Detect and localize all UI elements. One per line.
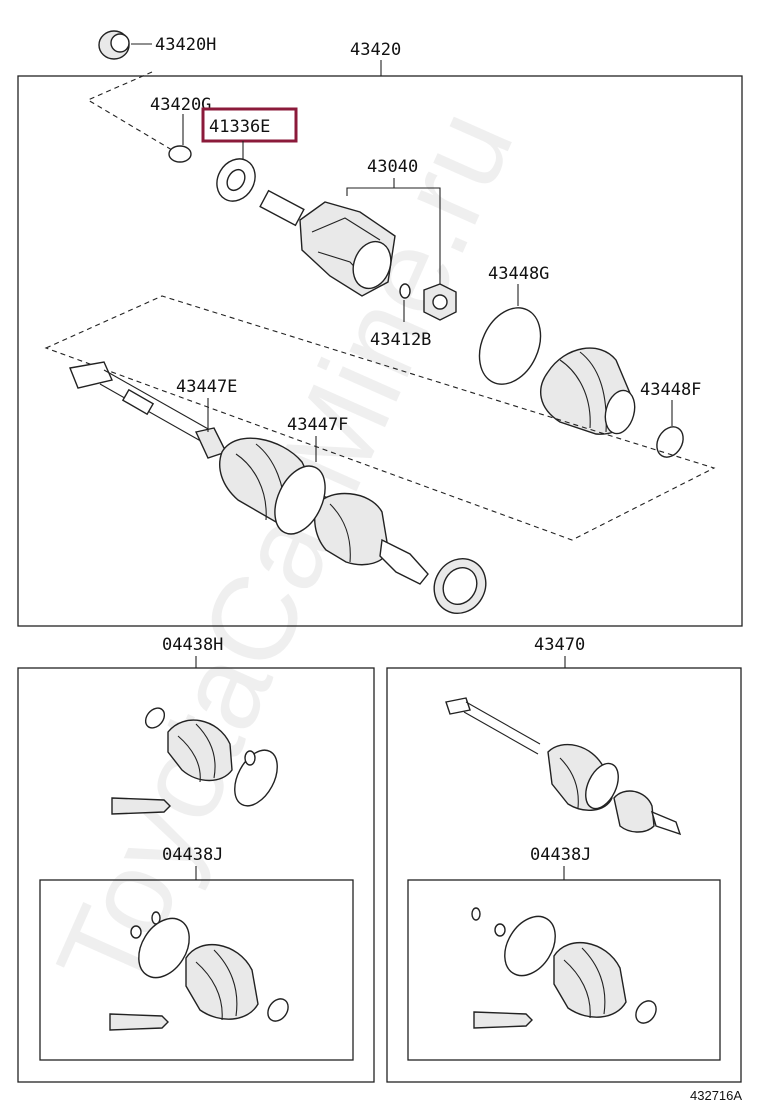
label-43448F[interactable]: 43448F xyxy=(640,380,701,400)
subassembly-outline xyxy=(44,295,716,541)
part-boot-kit-inner-right[interactable] xyxy=(471,907,660,1029)
highlight-box-41336E xyxy=(201,107,298,143)
assembly-box-43420 xyxy=(17,75,743,627)
part-43447F-clamp[interactable] xyxy=(265,458,335,542)
label-43448G[interactable]: 43448G xyxy=(488,264,549,284)
figure-reference: 432716A xyxy=(690,1088,742,1103)
part-43040-inboard-joint[interactable] xyxy=(259,189,397,297)
watermark: ToyotaCarMine.ru xyxy=(31,91,539,1011)
part-41336E-washer[interactable] xyxy=(209,152,262,208)
label-43040[interactable]: 43040 xyxy=(367,157,418,177)
part-43448G-clamp[interactable] xyxy=(468,298,553,394)
label-04438H[interactable]: 04438H xyxy=(162,635,223,655)
label-43420[interactable]: 43420 xyxy=(350,40,401,60)
kit-box-43470 xyxy=(386,667,742,1083)
part-tripod-spider[interactable] xyxy=(423,283,457,321)
label-43447E[interactable]: 43447E xyxy=(176,377,237,397)
label-04438J-right[interactable]: 04438J xyxy=(530,845,591,865)
label-43470[interactable]: 43470 xyxy=(534,635,585,655)
kit-box-04438J-left xyxy=(39,879,354,1061)
label-43420G[interactable]: 43420G xyxy=(150,95,211,115)
part-shaft-assembly-43470[interactable] xyxy=(445,697,682,836)
part-43420G-plug[interactable] xyxy=(168,145,192,163)
part-boot-kit-inner-left[interactable] xyxy=(109,909,292,1031)
part-43448F-clamp[interactable] xyxy=(652,422,689,462)
label-04438J-left[interactable]: 04438J xyxy=(162,845,223,865)
part-oil-seal[interactable] xyxy=(424,549,495,622)
part-inboard-boot[interactable] xyxy=(540,347,640,437)
part-snap-ring[interactable] xyxy=(399,283,411,299)
label-41336E[interactable]: 41336E xyxy=(209,117,270,137)
part-boot-kit-outboard[interactable] xyxy=(111,704,286,815)
part-43420H-cap[interactable] xyxy=(98,30,130,60)
kit-box-04438J-right xyxy=(407,879,721,1061)
kit-box-04438H xyxy=(17,667,375,1083)
label-43447F[interactable]: 43447F xyxy=(287,415,348,435)
label-43420H[interactable]: 43420H xyxy=(155,35,216,55)
label-43412B[interactable]: 43412B xyxy=(370,330,431,350)
